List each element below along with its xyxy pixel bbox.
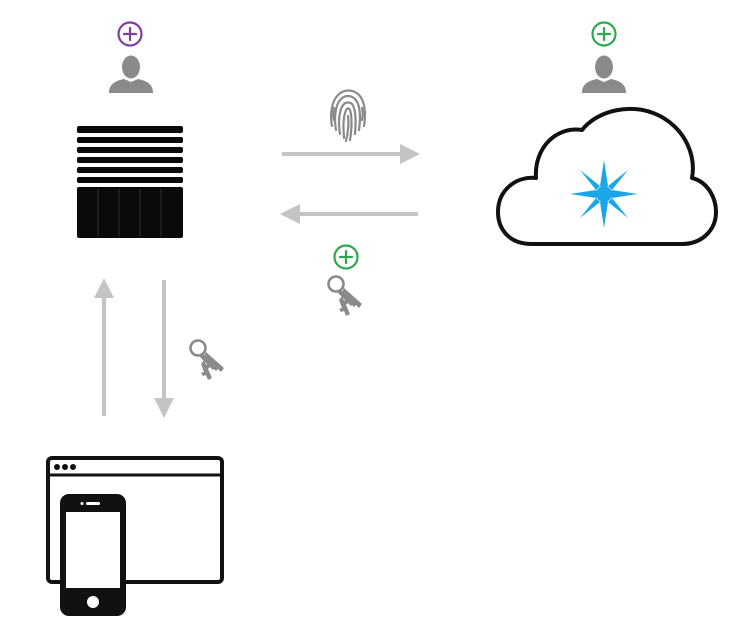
left-user-plus-icon bbox=[116, 20, 144, 48]
right-user-plus-icon bbox=[590, 20, 618, 48]
smartphone-icon bbox=[60, 494, 126, 616]
keys-icon bbox=[326, 274, 370, 318]
arrow-right-to-cloud bbox=[282, 142, 422, 166]
compass-star-icon bbox=[566, 156, 642, 232]
arrow-down-to-device bbox=[152, 280, 176, 420]
key-plus-icon bbox=[332, 243, 360, 271]
server-icon bbox=[77, 126, 183, 238]
arrow-left-to-server bbox=[278, 202, 418, 226]
keys-icon-vertical bbox=[188, 338, 232, 382]
fingerprint-icon bbox=[328, 86, 368, 144]
right-user-icon bbox=[579, 54, 629, 94]
left-user-icon bbox=[106, 54, 156, 94]
cloud-icon bbox=[494, 104, 720, 250]
arrow-up-to-server bbox=[92, 276, 116, 416]
